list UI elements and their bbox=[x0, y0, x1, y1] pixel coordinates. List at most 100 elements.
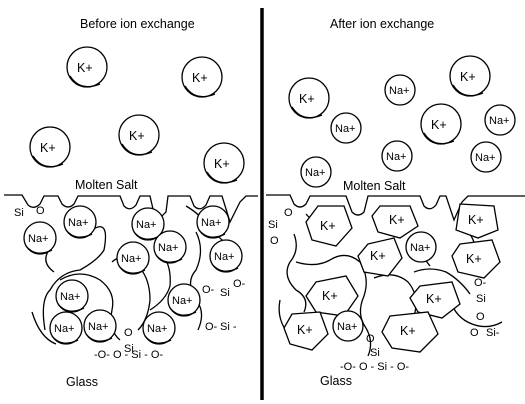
k-ion: K+ bbox=[409, 281, 461, 319]
svg-text:Si-: Si- bbox=[486, 327, 500, 339]
k-ion: K+ bbox=[451, 239, 501, 279]
svg-text:K+: K+ bbox=[400, 324, 416, 338]
svg-text:K+: K+ bbox=[299, 92, 315, 106]
ions-before-salt: K+ K+ K+ K+ K+ bbox=[29, 46, 245, 184]
svg-text:O: O bbox=[270, 235, 279, 247]
svg-text:-O- O - Si - O-: -O- O - Si - O- bbox=[340, 361, 409, 373]
k-ion: K+ bbox=[283, 311, 329, 351]
na-ion: Na+ bbox=[384, 74, 416, 106]
svg-text:K+: K+ bbox=[322, 289, 338, 303]
svg-text:-O- O - Si - O-: -O- O - Si - O- bbox=[94, 349, 163, 361]
na-ion: Na+ bbox=[381, 140, 413, 172]
svg-text:O-: O- bbox=[202, 284, 215, 296]
na-ion: Na+ bbox=[83, 309, 117, 343]
k-ion: K+ bbox=[455, 203, 499, 239]
svg-text:K+: K+ bbox=[460, 70, 476, 84]
label-molten-salt-left: Molten Salt bbox=[75, 178, 138, 192]
na-ion: Na+ bbox=[484, 104, 516, 136]
na-ion: Na+ bbox=[300, 156, 332, 188]
matrix-labels-right: Si O O O- Si O O Si- O Si -O- O - Si - O… bbox=[268, 207, 500, 373]
k-ion: K+ bbox=[305, 275, 359, 317]
label-glass-right: Glass bbox=[320, 374, 352, 388]
svg-text:Na+: Na+ bbox=[136, 219, 157, 231]
svg-text:Na+: Na+ bbox=[389, 85, 410, 97]
matrix-labels-left: Si O O- Si O- O- Si - O Si -O- O - Si - … bbox=[14, 205, 246, 361]
na-ion: Na+ bbox=[23, 221, 57, 255]
k-ion: K+ bbox=[357, 237, 403, 277]
k-ion: K+ bbox=[420, 103, 462, 145]
svg-text:Na+: Na+ bbox=[158, 242, 179, 254]
na-ion: Na+ bbox=[153, 230, 187, 264]
k-ion: K+ bbox=[371, 205, 419, 239]
svg-text:O: O bbox=[366, 333, 375, 345]
glass-surface-left bbox=[4, 194, 258, 224]
na-ion: Na+ bbox=[330, 112, 362, 144]
na-ion: Na+ bbox=[332, 310, 364, 342]
na-ion: Na+ bbox=[63, 205, 97, 239]
svg-text:K+: K+ bbox=[214, 157, 230, 171]
k-ion: K+ bbox=[449, 55, 491, 97]
svg-text:Na+: Na+ bbox=[60, 291, 81, 303]
na-ion: Na+ bbox=[49, 311, 83, 345]
na-ion: Na+ bbox=[116, 241, 150, 275]
ions-after-salt: K+ Na+ K+ Na+ K+ Na+ Na+ bbox=[288, 55, 516, 188]
svg-text:Na+: Na+ bbox=[68, 217, 89, 229]
svg-text:Na+: Na+ bbox=[410, 242, 431, 254]
svg-text:O: O bbox=[476, 311, 485, 323]
k-ion: K+ bbox=[118, 114, 160, 156]
title-before: Before ion exchange bbox=[80, 17, 195, 31]
svg-text:K+: K+ bbox=[320, 219, 336, 233]
svg-text:K+: K+ bbox=[431, 118, 447, 132]
svg-text:K+: K+ bbox=[370, 249, 386, 263]
svg-text:O: O bbox=[124, 327, 133, 339]
svg-text:Si: Si bbox=[268, 219, 278, 231]
svg-text:O: O bbox=[36, 205, 45, 217]
svg-text:Na+: Na+ bbox=[172, 295, 193, 307]
svg-text:Si -: Si - bbox=[220, 321, 237, 333]
svg-text:K+: K+ bbox=[77, 61, 93, 75]
svg-text:K+: K+ bbox=[129, 129, 145, 143]
na-ion: Na+ bbox=[142, 311, 176, 345]
svg-text:K+: K+ bbox=[426, 292, 442, 306]
svg-text:O-: O- bbox=[474, 277, 487, 289]
svg-text:Na+: Na+ bbox=[335, 123, 356, 135]
na-ion: Na+ bbox=[55, 279, 89, 313]
title-after: After ion exchange bbox=[330, 17, 434, 31]
k-ion: K+ bbox=[305, 205, 353, 247]
svg-text:Na+: Na+ bbox=[489, 115, 510, 127]
svg-text:Na+: Na+ bbox=[28, 233, 49, 245]
svg-text:Si: Si bbox=[124, 343, 134, 355]
svg-text:Na+: Na+ bbox=[54, 323, 75, 335]
svg-text:K+: K+ bbox=[468, 213, 484, 227]
glass-surface-right bbox=[266, 194, 525, 222]
svg-text:Na+: Na+ bbox=[147, 323, 168, 335]
ions-after-glass: K+ K+ K+ K+ Na+ K+ K+ K+ K+ Na+ K+ bbox=[283, 203, 501, 353]
na-ion: Na+ bbox=[405, 231, 437, 263]
k-ion: K+ bbox=[66, 46, 108, 88]
svg-text:Si: Si bbox=[14, 207, 24, 219]
k-ion: K+ bbox=[288, 77, 330, 119]
svg-text:K+: K+ bbox=[466, 252, 482, 266]
svg-text:O: O bbox=[284, 207, 293, 219]
svg-text:Na+: Na+ bbox=[88, 321, 109, 333]
svg-text:Na+: Na+ bbox=[201, 217, 222, 229]
svg-text:Si: Si bbox=[476, 293, 486, 305]
label-molten-salt-right: Molten Salt bbox=[343, 179, 406, 193]
na-ion: Na+ bbox=[209, 239, 243, 273]
na-ion: Na+ bbox=[167, 283, 201, 317]
na-ion: Na+ bbox=[196, 205, 230, 239]
na-ion: Na+ bbox=[131, 207, 165, 241]
svg-text:O: O bbox=[470, 327, 479, 339]
svg-text:Na+: Na+ bbox=[386, 151, 407, 163]
svg-text:K+: K+ bbox=[297, 323, 313, 337]
svg-text:Na+: Na+ bbox=[121, 253, 142, 265]
svg-text:Si: Si bbox=[220, 287, 230, 299]
svg-text:K+: K+ bbox=[192, 71, 208, 85]
svg-text:Na+: Na+ bbox=[337, 321, 358, 333]
svg-text:Na+: Na+ bbox=[305, 167, 326, 179]
svg-text:K+: K+ bbox=[40, 141, 56, 155]
svg-text:K+: K+ bbox=[389, 213, 405, 227]
svg-text:Na+: Na+ bbox=[475, 152, 496, 164]
svg-text:Si: Si bbox=[370, 347, 380, 359]
